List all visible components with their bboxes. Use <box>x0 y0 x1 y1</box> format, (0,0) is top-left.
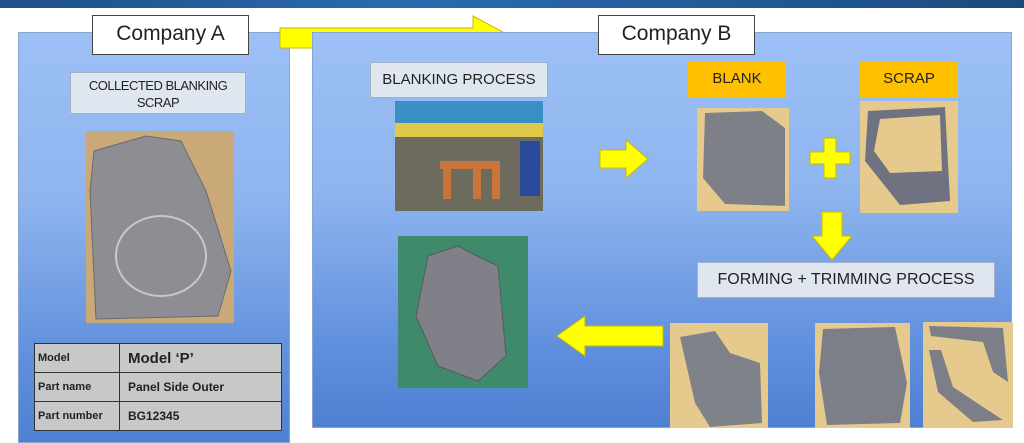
blanking-press-photo <box>395 101 543 211</box>
down-arrow-icon <box>810 211 854 261</box>
company-a-title: Company A <box>92 15 249 55</box>
offcut-part-image <box>929 326 1008 422</box>
table-key: Part number <box>34 401 120 431</box>
blank-sheet-image <box>703 111 785 206</box>
table-value: BG12345 <box>119 401 282 431</box>
scrap-photo <box>860 101 958 213</box>
press-machine-image <box>395 123 543 211</box>
table-key: Model <box>34 343 120 373</box>
company-b-title: Company B <box>598 15 755 55</box>
scrap-panel-image <box>89 135 232 320</box>
finished-panel-image <box>415 245 507 382</box>
table-key: Part name <box>34 372 120 402</box>
header-bar <box>0 0 1024 8</box>
trimmed-part-image <box>819 327 907 425</box>
plus-icon <box>809 137 851 179</box>
blank-label: BLANK <box>688 62 786 98</box>
collected-scrap-photo <box>86 131 234 323</box>
final-part-photo <box>398 236 528 388</box>
blanking-process-label: BLANKING PROCESS <box>370 62 548 98</box>
formed-part-photo-3 <box>923 322 1013 428</box>
scrap-label: SCRAP <box>860 62 958 98</box>
right-arrow-icon <box>599 138 649 180</box>
formed-part-image <box>680 331 762 427</box>
left-arrow-icon <box>556 315 664 357</box>
table-value: Model ‘P’ <box>119 343 282 373</box>
table-value: Panel Side Outer <box>119 372 282 402</box>
collected-scrap-label: COLLECTED BLANKING SCRAP <box>70 72 246 114</box>
forming-trimming-label: FORMING + TRIMMING PROCESS <box>697 262 995 298</box>
scrap-frame-image <box>865 107 950 205</box>
blank-photo <box>697 108 789 211</box>
formed-part-photo-1 <box>670 323 768 428</box>
formed-part-photo-2 <box>815 323 910 428</box>
